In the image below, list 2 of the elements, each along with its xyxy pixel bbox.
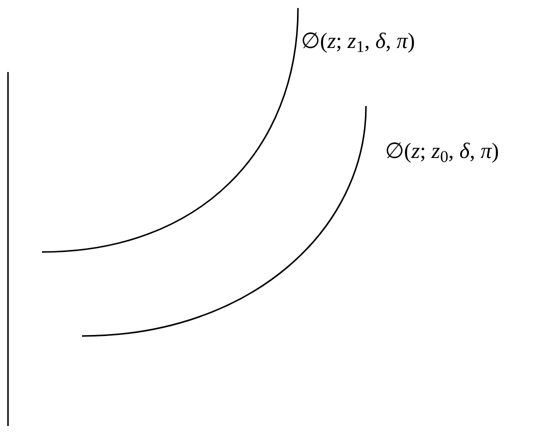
curve-label: ∅(z; z$_{0}$, δ, π) <box>385 140 499 162</box>
curve-label: ∅(z; z$_{1}$, δ, π) <box>301 30 415 52</box>
